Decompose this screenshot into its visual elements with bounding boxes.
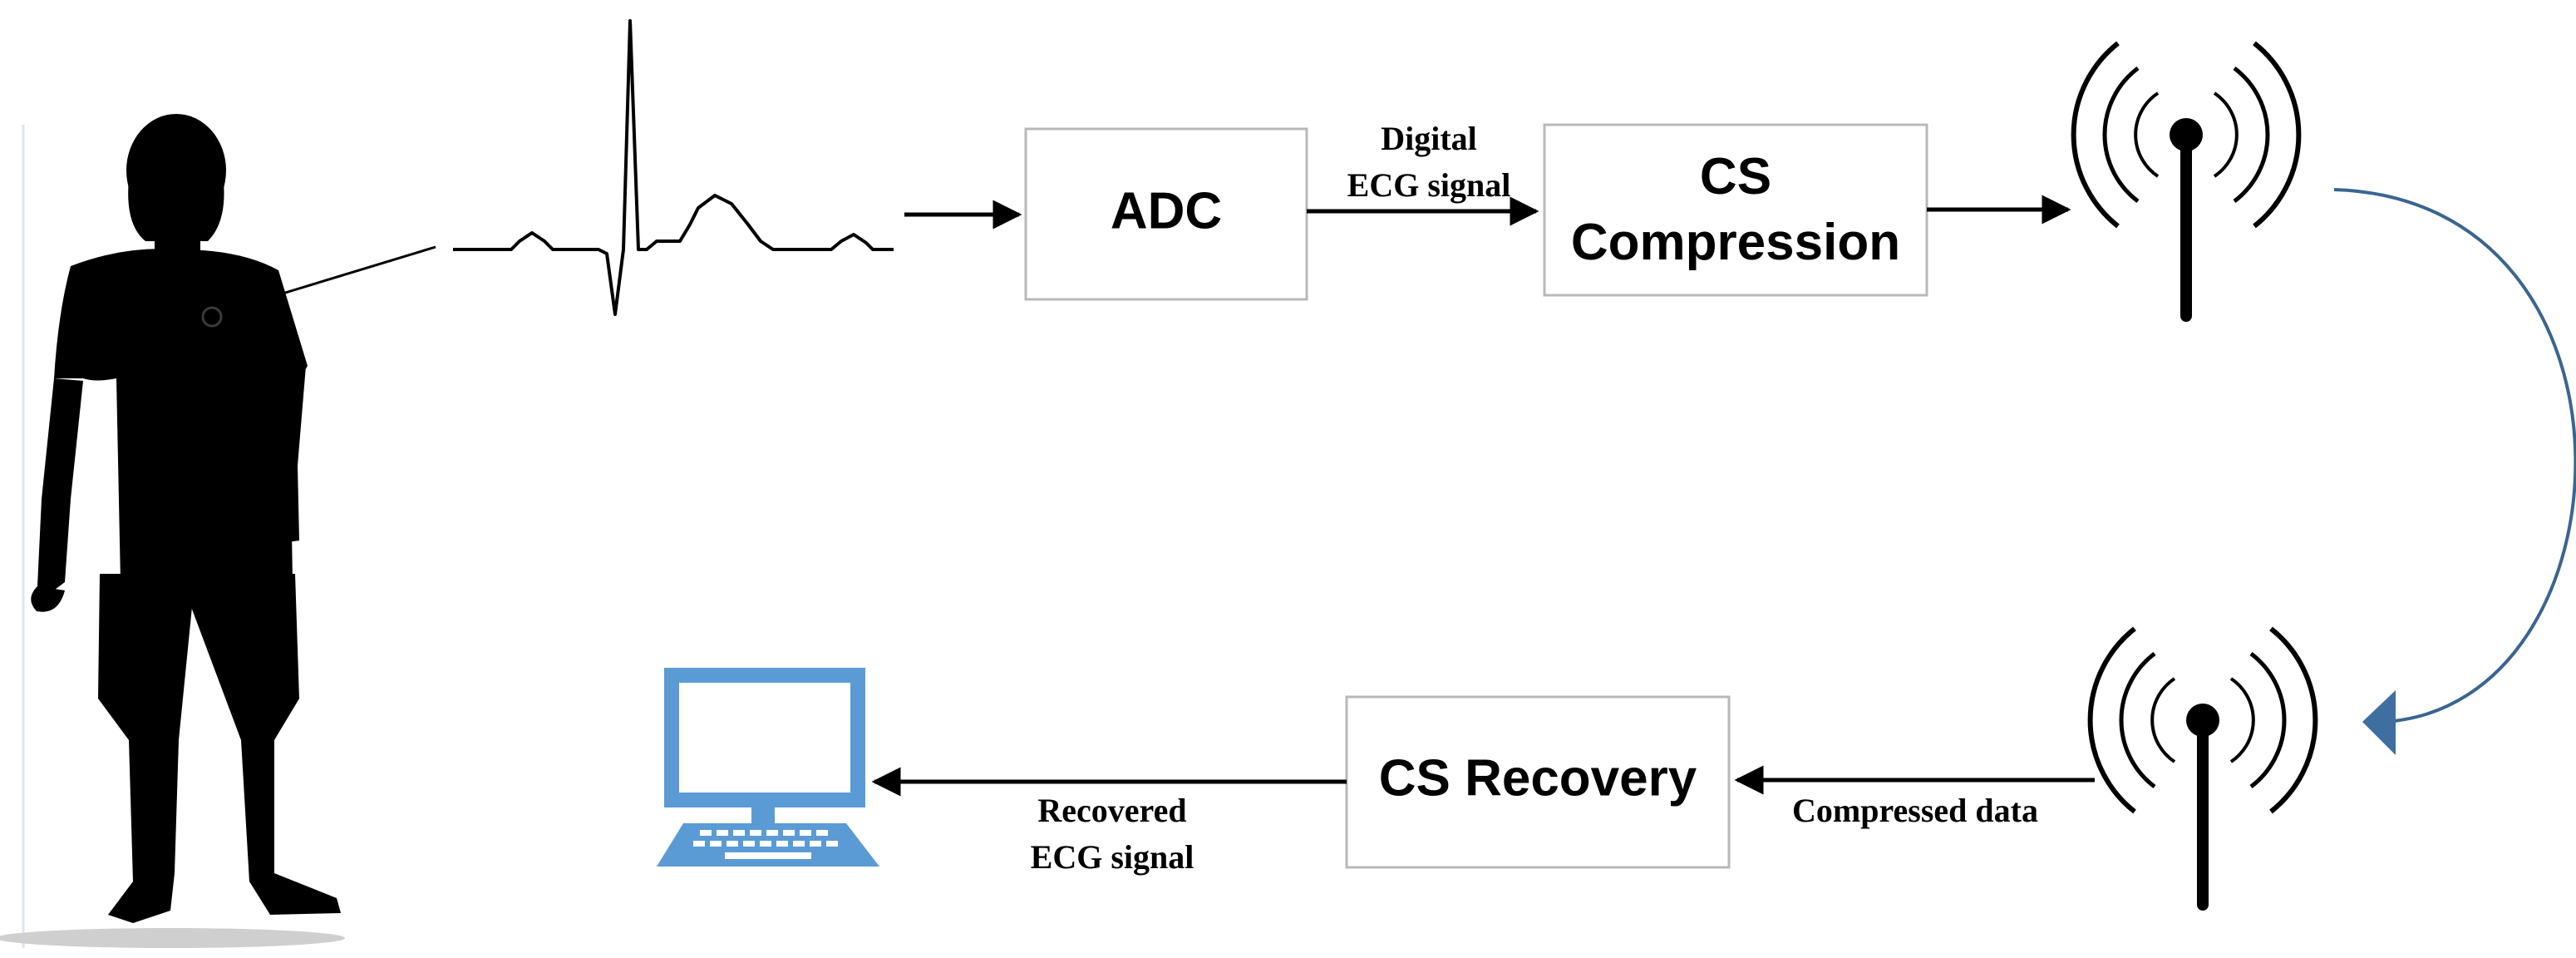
adc-box: ADC [1024, 127, 1308, 301]
ecg-waveform-icon [453, 19, 894, 316]
cs-compression-label-line2: Compression [1571, 214, 1900, 271]
laptop-icon [657, 668, 879, 867]
digital-ecg-label-line2: ECG signal [1347, 166, 1511, 204]
adc-label: ADC [1111, 182, 1222, 240]
recovered-ecg-label-line1: Recovered [1037, 792, 1186, 829]
digital-ecg-label-line1: Digital [1381, 120, 1477, 157]
cs-compression-box: CS Compression [1543, 123, 1928, 297]
wireless-link-arc [2333, 188, 2576, 723]
recovered-ecg-label-line2: ECG signal [1031, 838, 1194, 876]
sensor-lead-line [273, 245, 436, 298]
wireless-link-arrowhead [2362, 690, 2396, 755]
cs-compression-label-line1: CS [1700, 148, 1771, 205]
person-silhouette-icon [0, 114, 345, 948]
receive-antenna-icon [2087, 626, 2318, 911]
transmit-antenna-icon [2071, 41, 2302, 322]
compressed-data-label: Compressed data [1792, 792, 2038, 829]
cs-recovery-box: CS Recovery [1345, 695, 1731, 869]
cs-recovery-label: CS Recovery [1379, 749, 1697, 807]
